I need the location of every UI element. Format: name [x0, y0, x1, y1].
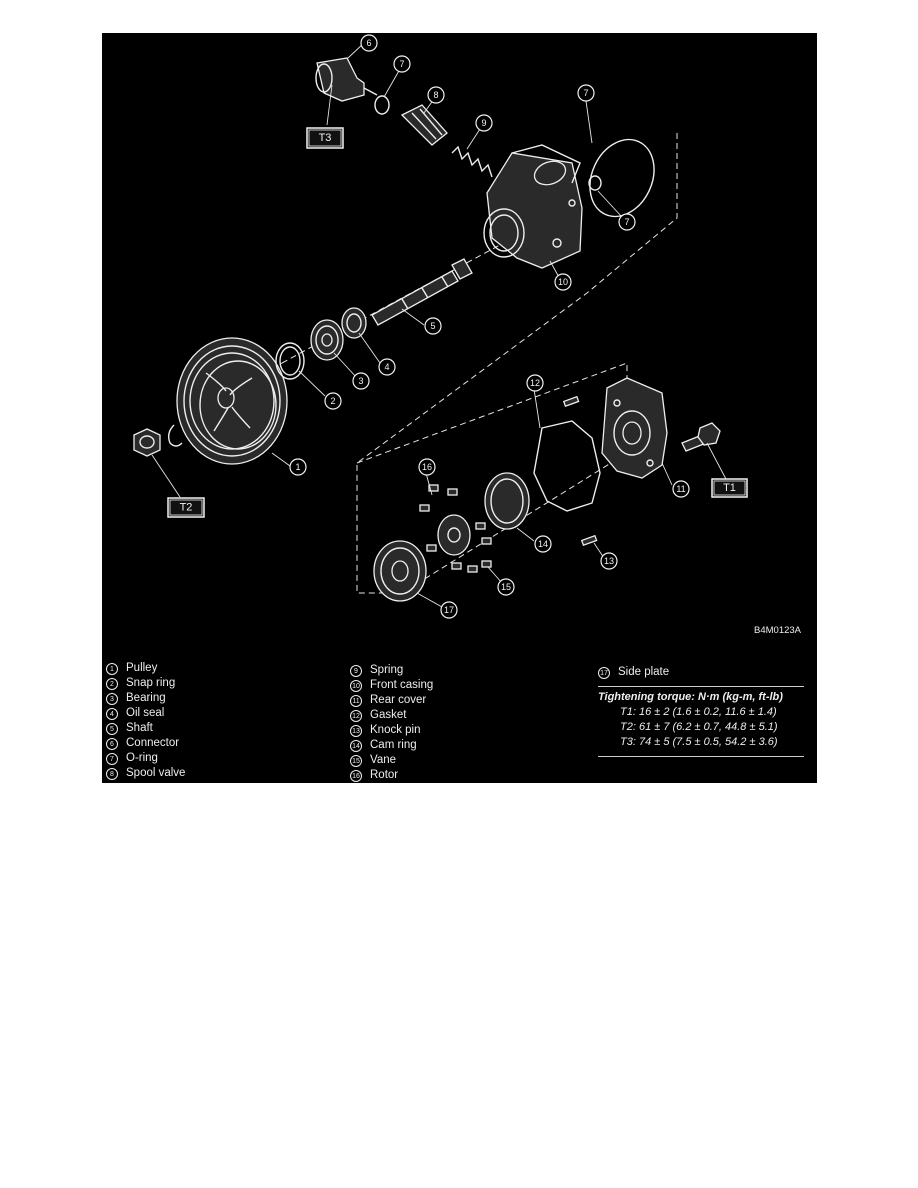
- tightening-torque-table: Tightening torque: N·m (kg-m, ft-lb) T1:…: [598, 686, 804, 757]
- svg-text:13: 13: [604, 556, 614, 566]
- spring: [451, 145, 493, 178]
- callout-9: 9: [475, 114, 493, 132]
- torque-row-t3: T3: 74 ± 5 (7.5 ± 0.5, 54.2 ± 3.6): [620, 736, 778, 748]
- svg-text:7: 7: [583, 88, 588, 98]
- snap-ring: [275, 342, 305, 380]
- callout-7c: 7: [618, 213, 636, 231]
- knock-pin-b: [580, 534, 598, 547]
- front-casing: [483, 144, 583, 269]
- vanes: [419, 484, 492, 573]
- callout-7b: 7: [577, 84, 595, 102]
- callout-14: 14: [534, 535, 552, 553]
- cam-ring: [484, 472, 530, 530]
- callout-6: 6: [360, 34, 378, 52]
- torque-tag-t2: T2: [167, 497, 205, 518]
- svg-text:5: 5: [430, 321, 435, 331]
- svg-text:7: 7: [624, 217, 629, 227]
- torque-title: Tightening torque: N·m (kg-m, ft-lb): [598, 691, 783, 703]
- pulley: [176, 337, 288, 465]
- svg-text:2: 2: [330, 396, 335, 406]
- svg-text:6: 6: [366, 38, 371, 48]
- knock-pin-a: [562, 395, 580, 408]
- svg-text:14: 14: [538, 539, 548, 549]
- power-steering-pump-exploded-view: 1 2 3 4 5 6 7 7 7 8 9 10 11 12 13 14 15 …: [133, 34, 748, 619]
- svg-text:T1: T1: [723, 482, 736, 494]
- figure-id: B4M0123A: [754, 625, 802, 636]
- callout-3: 3: [352, 372, 370, 390]
- callout-7a: 7: [393, 55, 411, 73]
- svg-text:15: 15: [501, 582, 511, 592]
- callout-8: 8: [427, 86, 445, 104]
- svg-text:T3: T3: [319, 132, 332, 144]
- torque-tag-t3: T3: [306, 127, 344, 149]
- leader-lines: [151, 42, 728, 608]
- svg-text:4: 4: [384, 362, 389, 372]
- callout-15: 15: [497, 578, 515, 596]
- torque-tag-t1: T1: [711, 478, 748, 498]
- torque-row-t2: T2: 61 ± 7 (6.2 ± 0.7, 44.8 ± 5.1): [620, 721, 778, 733]
- divider: [598, 686, 804, 687]
- oil-seal: [341, 307, 367, 339]
- svg-text:10: 10: [558, 277, 568, 287]
- svg-text:11: 11: [676, 484, 685, 494]
- callout-10: 10: [554, 273, 572, 291]
- o-ring-large: [589, 138, 655, 218]
- rear-cover-bolt: [681, 422, 721, 452]
- exploded-diagram-panel: 1 2 3 4 5 6 7 7 7 8 9 10 11 12 13 14 15 …: [102, 33, 817, 783]
- front-casing-dash-outline: [356, 133, 678, 594]
- spool-valve: [400, 104, 448, 146]
- rear-cover: [601, 377, 668, 479]
- connector: [315, 57, 378, 102]
- svg-text:16: 16: [422, 462, 432, 472]
- shaft: [371, 258, 473, 326]
- svg-text:3: 3: [358, 376, 363, 386]
- svg-text:7: 7: [399, 59, 404, 69]
- divider: [598, 756, 804, 757]
- callout-16: 16: [418, 458, 436, 476]
- callout-4: 4: [378, 358, 396, 376]
- o-ring-small: [588, 175, 602, 191]
- callout-11: 11: [672, 480, 690, 498]
- pulley-washer: [167, 424, 183, 447]
- pulley-nut: [133, 428, 161, 457]
- callout-1: 1: [289, 458, 307, 476]
- callout-17: 17: [440, 601, 458, 619]
- callout-13: 13: [600, 552, 618, 570]
- svg-text:17: 17: [444, 605, 454, 615]
- svg-text:T2: T2: [180, 502, 193, 514]
- callout-5: 5: [424, 317, 442, 335]
- svg-text:8: 8: [433, 90, 438, 100]
- svg-text:9: 9: [481, 118, 486, 128]
- torque-row-t1: T1: 16 ± 2 (1.6 ± 0.2, 11.6 ± 1.4): [620, 706, 777, 718]
- side-plate: [373, 540, 427, 602]
- gasket: [533, 420, 601, 512]
- rotor: [437, 514, 471, 556]
- bearing: [310, 319, 344, 361]
- svg-text:1: 1: [295, 462, 300, 472]
- callout-2: 2: [324, 392, 342, 410]
- o-ring-a: [374, 95, 390, 115]
- svg-text:12: 12: [530, 378, 540, 388]
- callout-12: 12: [526, 374, 544, 392]
